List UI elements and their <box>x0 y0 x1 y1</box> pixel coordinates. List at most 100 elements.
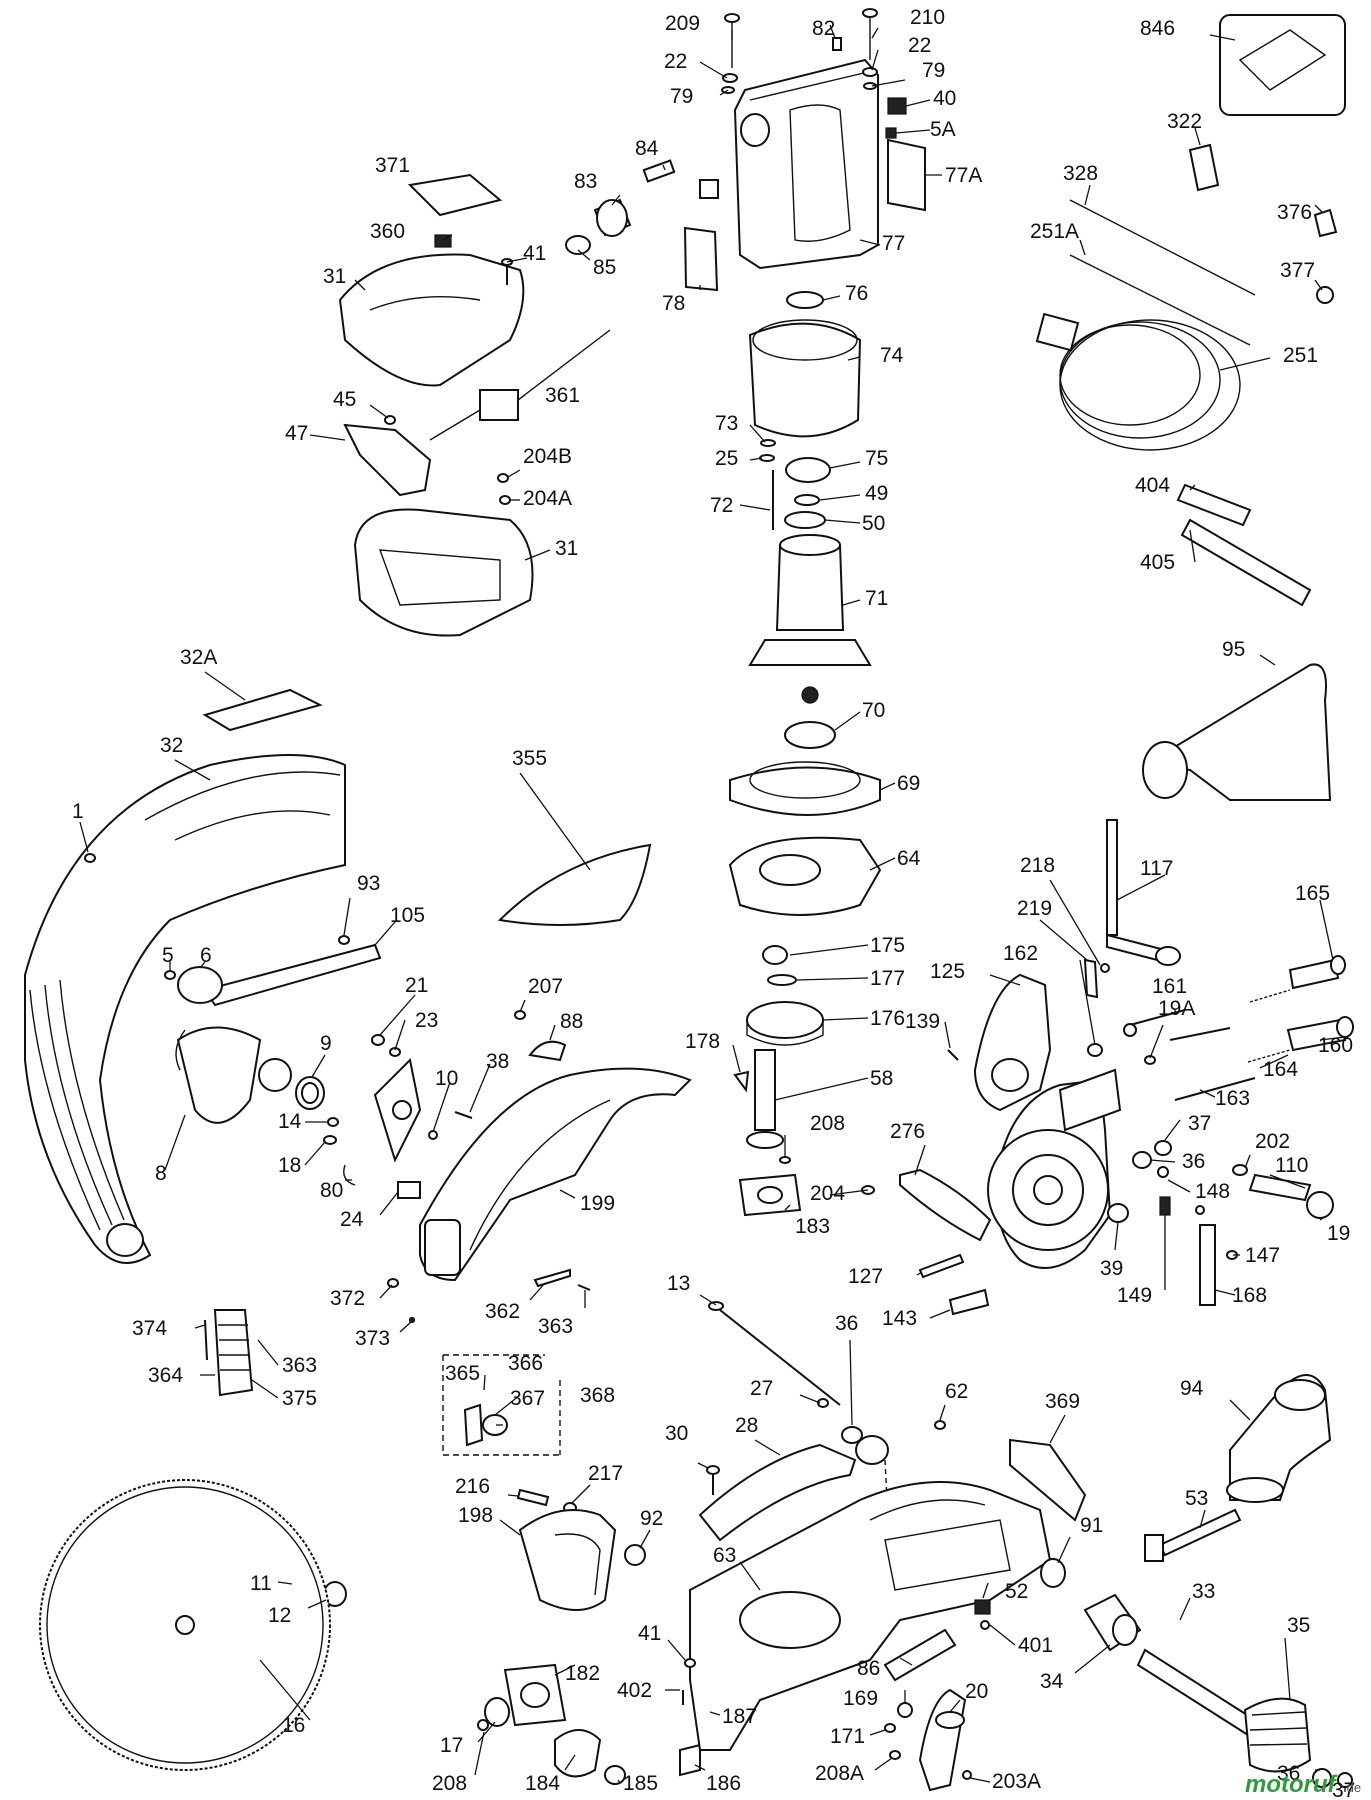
label-25: 25 <box>715 447 738 470</box>
label-37: 37 <box>1332 1779 1355 1800</box>
label-85: 85 <box>593 256 616 279</box>
label-33: 33 <box>1192 1580 1215 1603</box>
label-183: 183 <box>795 1215 830 1238</box>
label-69: 69 <box>897 772 920 795</box>
label-216: 216 <box>455 1475 490 1498</box>
label-202: 202 <box>1255 1130 1290 1153</box>
label-203a: 203A <box>992 1770 1041 1793</box>
label-11: 11 <box>250 1572 272 1595</box>
label-12: 12 <box>268 1604 291 1627</box>
label-219: 219 <box>1017 897 1052 920</box>
label-177: 177 <box>870 967 905 990</box>
label-91: 91 <box>1080 1514 1103 1537</box>
label-5: 5 <box>162 944 174 967</box>
label-375: 375 <box>282 1387 317 1410</box>
label-95: 95 <box>1222 638 1245 661</box>
label-363: 363 <box>282 1354 317 1377</box>
watermark: motoruf .de <box>1245 1771 1361 1798</box>
label-208: 208 <box>432 1772 467 1795</box>
label-71: 71 <box>865 587 888 610</box>
label-86: 86 <box>857 1657 880 1680</box>
label-36: 36 <box>1182 1150 1205 1173</box>
label-369: 369 <box>1045 1390 1080 1413</box>
label-39: 39 <box>1100 1257 1123 1280</box>
part-labels: 209 82 210 22 22 79 79 40 5A 846 77A 371… <box>72 6 1355 1800</box>
label-94: 94 <box>1180 1377 1204 1400</box>
label-22: 22 <box>908 34 931 57</box>
label-402: 402 <box>617 1679 652 1702</box>
label-204a: 204A <box>523 487 572 510</box>
label-846: 846 <box>1140 17 1175 40</box>
label-164: 164 <box>1263 1058 1298 1081</box>
part-drawings <box>24 8 1354 1792</box>
label-147: 147 <box>1245 1244 1280 1267</box>
label-186: 186 <box>706 1772 741 1795</box>
label-368: 368 <box>580 1384 615 1407</box>
label-31: 31 <box>555 537 578 560</box>
label-328: 328 <box>1063 162 1098 185</box>
label-41: 41 <box>523 242 546 265</box>
label-165: 165 <box>1295 882 1330 905</box>
label-83: 83 <box>574 170 597 193</box>
label-19a: 19A <box>1158 997 1195 1020</box>
label-182: 182 <box>565 1662 600 1685</box>
label-17: 17 <box>440 1734 463 1757</box>
label-19: 19 <box>1327 1222 1350 1245</box>
label-45: 45 <box>333 388 356 411</box>
label-175: 175 <box>870 934 905 957</box>
label-64: 64 <box>897 847 921 870</box>
label-75: 75 <box>865 447 888 470</box>
label-371: 371 <box>375 154 410 177</box>
label-198: 198 <box>458 1504 493 1527</box>
label-18: 18 <box>278 1154 301 1177</box>
label-365: 365 <box>445 1362 480 1385</box>
label-251: 251 <box>1283 344 1318 367</box>
label-204b: 204B <box>523 445 572 468</box>
label-372: 372 <box>330 1287 365 1310</box>
label-148: 148 <box>1195 1180 1230 1203</box>
label-110: 110 <box>1275 1154 1308 1177</box>
label-355: 355 <box>512 747 547 770</box>
label-360: 360 <box>370 220 405 243</box>
label-160: 160 <box>1318 1034 1353 1057</box>
label-20: 20 <box>965 1680 988 1703</box>
label-53: 53 <box>1185 1487 1208 1510</box>
label-361: 361 <box>545 384 580 407</box>
label-36: 36 <box>1277 1762 1300 1785</box>
label-374: 374 <box>132 1317 167 1340</box>
label-72: 72 <box>710 494 733 517</box>
label-322: 322 <box>1167 110 1202 133</box>
label-73: 73 <box>715 412 738 435</box>
label-401: 401 <box>1018 1634 1053 1657</box>
label-13: 13 <box>667 1272 690 1295</box>
label-367: 367 <box>510 1387 545 1410</box>
label-176: 176 <box>870 1007 905 1030</box>
label-77a: 77A <box>945 164 982 187</box>
label-210: 210 <box>910 6 945 29</box>
label-251a: 251A <box>1030 220 1079 243</box>
label-377: 377 <box>1280 259 1315 282</box>
label-163: 163 <box>1215 1087 1250 1110</box>
label-207: 207 <box>528 975 563 998</box>
label-41: 41 <box>638 1622 661 1645</box>
label-178: 178 <box>685 1030 720 1053</box>
label-373: 373 <box>355 1327 390 1350</box>
label-77: 77 <box>882 232 905 255</box>
label-1: 1 <box>72 800 84 823</box>
label-161: 161 <box>1152 975 1187 998</box>
label-185: 185 <box>623 1772 658 1795</box>
label-125: 125 <box>930 960 965 983</box>
label-117: 117 <box>1140 857 1173 880</box>
label-364: 364 <box>148 1364 183 1387</box>
label-208: 208 <box>810 1112 845 1135</box>
label-187: 187 <box>722 1705 757 1728</box>
label-405: 405 <box>1140 551 1175 574</box>
label-35: 35 <box>1287 1614 1310 1637</box>
label-218: 218 <box>1020 854 1055 877</box>
label-14: 14 <box>278 1110 302 1133</box>
label-24: 24 <box>340 1208 364 1231</box>
label-88: 88 <box>560 1010 583 1033</box>
label-70: 70 <box>862 699 885 722</box>
label-27: 27 <box>750 1377 773 1400</box>
